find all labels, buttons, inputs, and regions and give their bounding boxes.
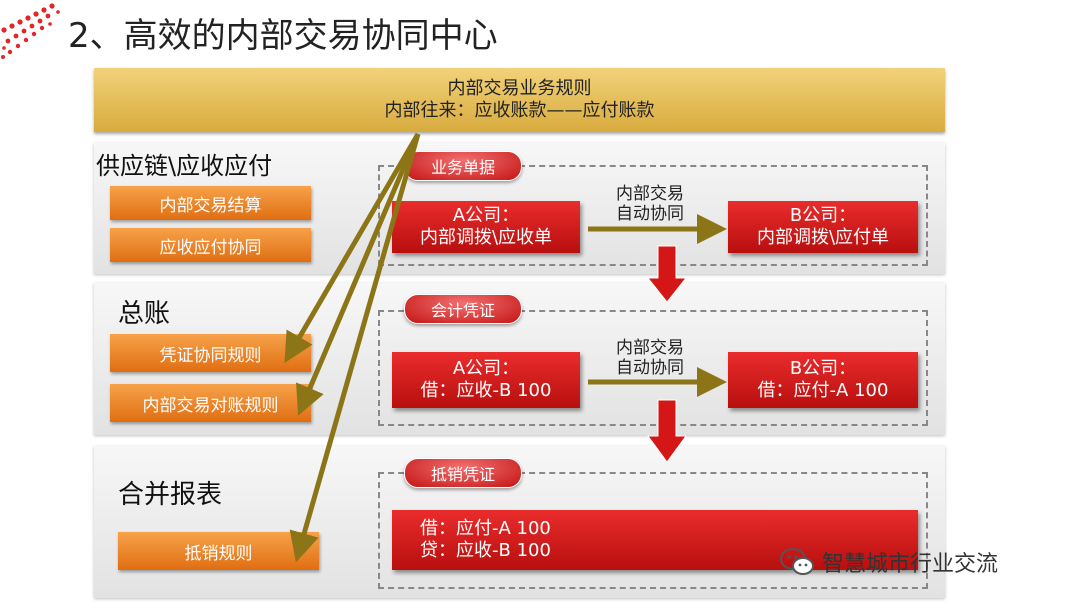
internal-settlement-button[interactable]: 内部交易结算 bbox=[110, 186, 311, 220]
down-arrow-2 bbox=[647, 399, 687, 463]
voucher-coordination-rules-button[interactable]: 凭证协同规则 bbox=[110, 334, 311, 372]
down-arrow-1 bbox=[646, 245, 688, 303]
wechat-icon bbox=[780, 548, 814, 575]
company-b-doc: 内部调拨\应付单 bbox=[756, 227, 890, 248]
company-a-voucher-entry: 借：应收-B 100 bbox=[420, 380, 552, 401]
business-docs-container bbox=[378, 165, 928, 266]
elimination-debit: 借：应付-A 100 bbox=[420, 518, 551, 539]
auto-coordination-line2: 自动协同 bbox=[616, 204, 684, 224]
auto-coordination-line2: 自动协同 bbox=[616, 358, 684, 378]
ar-ap-coordination-button[interactable]: 应收应付协同 bbox=[110, 228, 311, 262]
company-b-ap-box: B公司： 内部调拨\应付单 bbox=[728, 201, 918, 253]
auto-coordination-line1: 内部交易 bbox=[616, 338, 684, 358]
elimination-voucher-container bbox=[378, 472, 928, 589]
watermark-text: 智慧城市行业交流 bbox=[822, 552, 999, 577]
accounting-voucher-container bbox=[378, 310, 928, 426]
tag-accounting-voucher: 会计凭证 bbox=[404, 294, 522, 324]
banner-to-elimination-arrow bbox=[289, 133, 421, 563]
logo-dots bbox=[1, 3, 60, 59]
banner-subtitle: 内部往来：应收账款——应付账款 bbox=[384, 100, 655, 121]
auto-coordination-line1: 内部交易 bbox=[616, 184, 684, 204]
banner-to-reconciliation-arrow bbox=[296, 133, 421, 416]
section-label-consolidation: 合并报表 bbox=[118, 480, 223, 510]
rules-banner: 内部交易业务规则 内部往来：应收账款——应付账款 bbox=[94, 68, 945, 132]
auto-coordination-label-2: 内部交易 自动协同 bbox=[600, 338, 700, 378]
section-label-supply-chain: 供应链\应收应付 bbox=[96, 152, 273, 180]
company-b-voucher-name: B公司： bbox=[789, 358, 857, 379]
page-title: 2、高效的内部交易协同中心 bbox=[68, 16, 498, 56]
watermark: 智慧城市行业交流 bbox=[780, 546, 998, 578]
company-a-voucher-name: A公司： bbox=[452, 358, 520, 379]
company-a-doc: 内部调拨\应收单 bbox=[419, 227, 553, 248]
banner-title: 内部交易业务规则 bbox=[447, 78, 592, 99]
section-label-ledger: 总账 bbox=[118, 299, 171, 329]
elimination-rules-button[interactable]: 抵销规则 bbox=[118, 532, 319, 570]
company-a-ar-box: A公司： 内部调拨\应收单 bbox=[392, 201, 580, 253]
company-b-voucher-box: B公司： 借：应付-A 100 bbox=[728, 352, 918, 408]
tag-business-docs: 业务单据 bbox=[404, 151, 522, 181]
company-b-voucher-entry: 借：应付-A 100 bbox=[757, 380, 889, 401]
auto-coordination-label-1: 内部交易 自动协同 bbox=[600, 184, 700, 224]
company-a-voucher-box: A公司： 借：应收-B 100 bbox=[392, 352, 580, 408]
elimination-credit: 贷：应收-B 100 bbox=[420, 540, 551, 561]
company-a-name: A公司： bbox=[452, 205, 520, 226]
banner-to-voucher-rules-arrow bbox=[284, 132, 421, 363]
reconciliation-rules-button[interactable]: 内部交易对账规则 bbox=[110, 384, 311, 422]
elimination-entry-box: 借：应付-A 100 贷：应收-B 100 bbox=[392, 510, 918, 570]
tag-elimination-voucher: 抵销凭证 bbox=[404, 458, 522, 488]
company-b-name: B公司： bbox=[789, 205, 857, 226]
